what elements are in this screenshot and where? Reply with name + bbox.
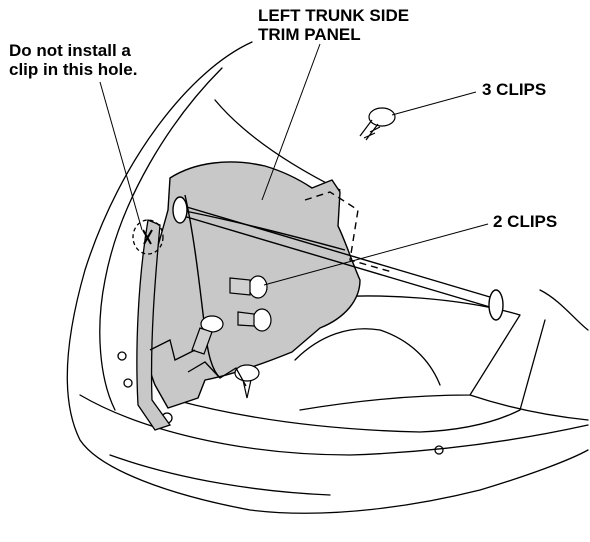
- bumper-bolt-2: [123, 378, 133, 388]
- no-clip-hole: [132, 219, 164, 255]
- bumper-bolt-3: [434, 445, 444, 455]
- leader-2-clips: [263, 223, 489, 286]
- clip-large: [191, 315, 224, 355]
- trunk-seat-back: [294, 328, 441, 386]
- leader-3-clips: [391, 91, 477, 116]
- label-trim-line-1: LEFT TRUNK SIDE: [258, 6, 410, 25]
- bumper-top: [79, 394, 589, 456]
- right-lower-body: [469, 394, 589, 421]
- label-no-clip-line-2: clip in this hole.: [9, 60, 138, 79]
- label-no-clip-line-1: Do not install a: [9, 41, 131, 60]
- leader-no-clip-hole: [99, 81, 143, 231]
- label-no-clip-hole: Do not install a clip in this hole.: [9, 41, 137, 79]
- label-trim-line-2: TRIM PANEL: [258, 25, 361, 44]
- car-body-outline: [66, 41, 589, 514]
- bumper-lower: [109, 454, 331, 496]
- right-body-line: [539, 289, 589, 331]
- trunk-floor-right: [299, 295, 521, 411]
- hidden-panel-outline: [304, 191, 393, 273]
- rear-window-edge: [214, 99, 341, 191]
- left-trim-piece: [136, 219, 172, 431]
- clip-top: [359, 107, 396, 141]
- bumper-bolt-1: [117, 351, 127, 361]
- clip-middle-1: [229, 275, 268, 299]
- label-3-clips: 3 CLIPS: [482, 80, 547, 99]
- label-left-trunk-side-trim-panel: LEFT TRUNK SIDE TRIM PANEL: [258, 6, 409, 44]
- leader-trim-panel: [261, 43, 321, 201]
- leader-lines: [99, 43, 489, 286]
- trunk-rear-lip: [174, 319, 546, 433]
- quarter-panel-left: [99, 67, 223, 411]
- install-arrows: [149, 339, 247, 387]
- clip-middle-2: [237, 308, 272, 332]
- support-bar: [172, 196, 504, 321]
- clip-bottom: [234, 364, 260, 399]
- trim-panel-rib: [179, 209, 346, 251]
- label-2-clips: 2 CLIPS: [493, 212, 558, 231]
